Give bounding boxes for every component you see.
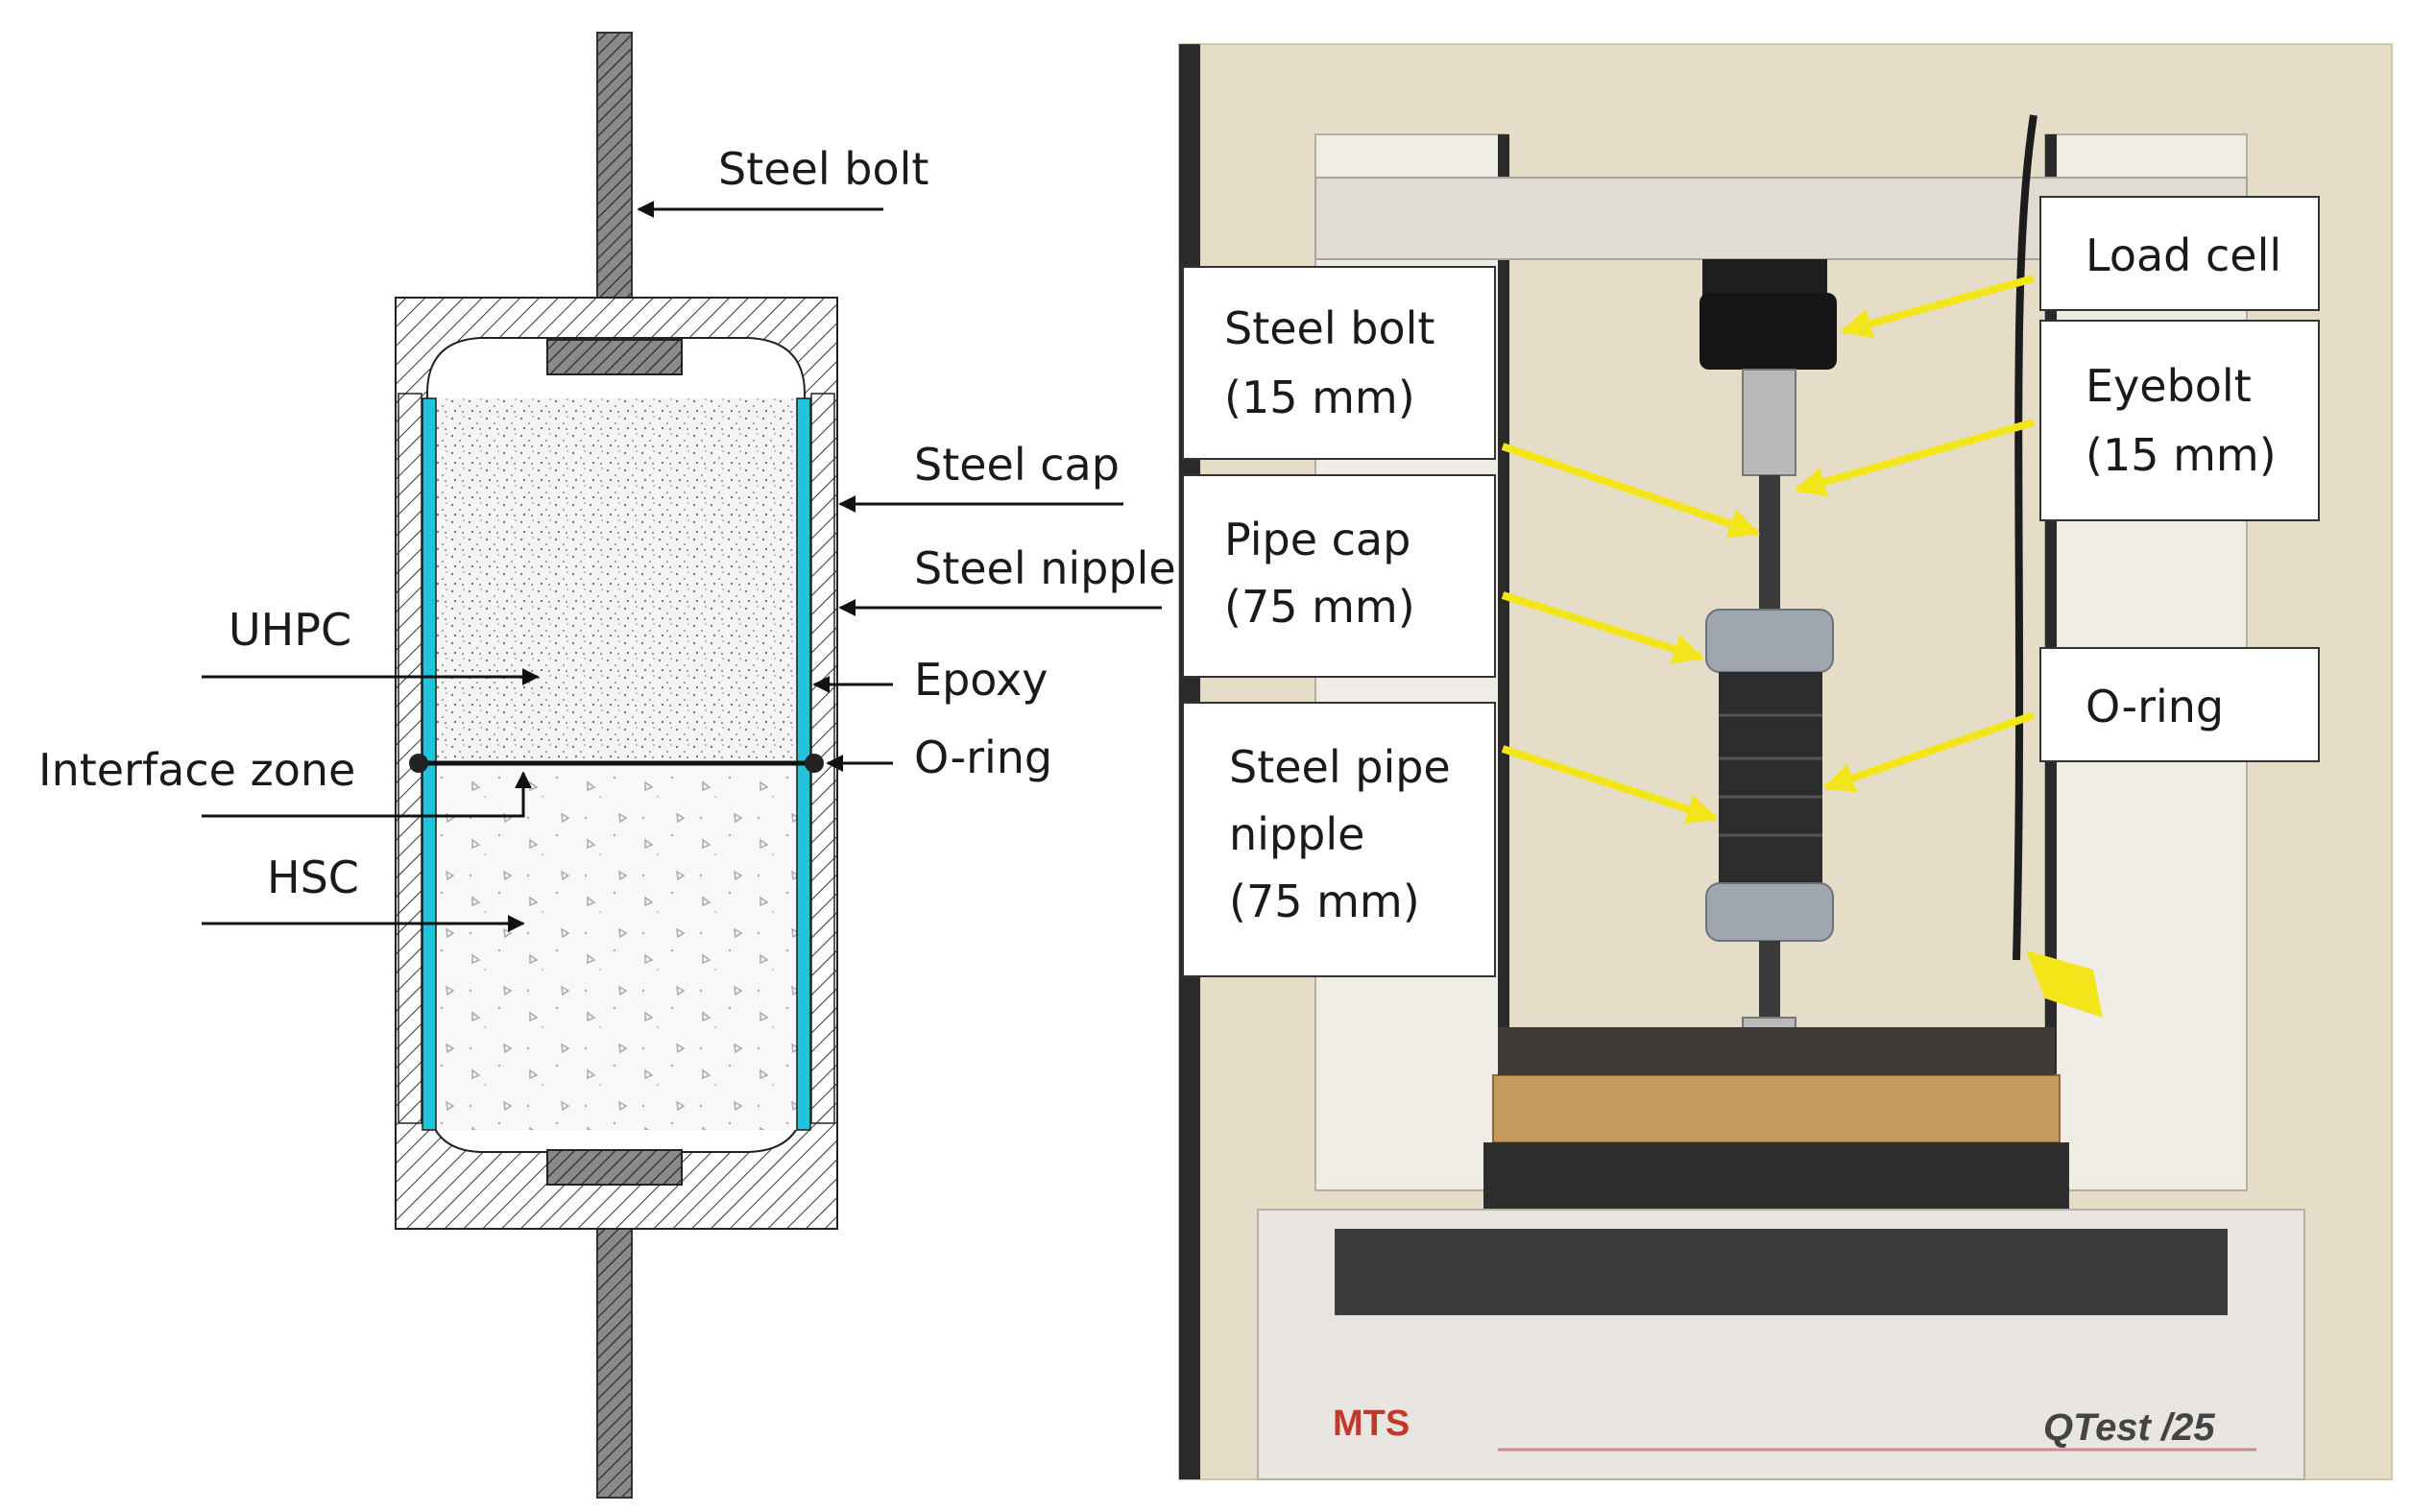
callout-nipple-line2: nipple <box>1229 808 1364 860</box>
callout-steel-bolt-line2: (15 mm) <box>1224 372 1415 423</box>
callout-eyebolt-line1: Eyebolt <box>2086 360 2252 412</box>
label-o-ring: O-ring <box>914 732 1052 783</box>
uhpc-core <box>436 398 797 761</box>
pointer-o-ring <box>1822 711 2036 793</box>
label-steel-bolt: Steel bolt <box>718 143 928 195</box>
machine-model: QTest /25 <box>2043 1406 2215 1449</box>
callout-load-cell-text: Load cell <box>2086 229 2281 281</box>
pointer-pipe-cap <box>1501 591 1705 664</box>
pipe-nipple <box>1719 672 1822 883</box>
test-setup-photo: MTS QTest /25 Load cell Steel bolt (15 m… <box>1178 43 2393 1480</box>
callout-pipe-cap-line2: (75 mm) <box>1224 581 1415 633</box>
callout-o-ring: O-ring <box>2039 647 2320 762</box>
hsc-core <box>436 765 797 1130</box>
upper-bolt <box>1759 475 1780 610</box>
o-ring-right <box>805 754 824 773</box>
label-steel-cap: Steel cap <box>914 439 1120 491</box>
upper-pipe-cap <box>1705 609 1834 673</box>
label-uhpc: UHPC <box>229 604 351 656</box>
label-hsc: HSC <box>267 852 359 903</box>
callout-nipple-line1: Steel pipe <box>1229 741 1451 793</box>
lower-pipe-cap <box>1705 882 1834 942</box>
callout-o-ring-text: O-ring <box>2086 681 2224 732</box>
top-nut <box>546 339 683 375</box>
label-steel-nipple: Steel nipple <box>914 542 1176 594</box>
bottom-nut <box>546 1149 683 1186</box>
schematic-diagram: Steel bolt Steel cap Steel nipple Epoxy … <box>38 32 1176 1499</box>
pointer-steel-bolt <box>1501 443 1761 539</box>
callout-steel-bolt-line1: Steel bolt <box>1224 302 1435 354</box>
pointer-eyebolt <box>1794 419 2036 497</box>
callout-pipe-cap-line1: Pipe cap <box>1224 514 1410 565</box>
callout-steel-pipe-nipple: Steel pipe nipple (75 mm) <box>1182 702 1496 977</box>
callout-eyebolt: Eyebolt (15 mm) <box>2039 320 2320 521</box>
callout-eyebolt-line2: (15 mm) <box>2086 429 2277 481</box>
pointer-load-cell <box>1840 275 2036 339</box>
machine-brand: MTS <box>1333 1404 1410 1444</box>
o-ring-left <box>409 754 428 773</box>
wooden-block <box>1492 1074 2061 1143</box>
label-epoxy: Epoxy <box>914 654 1048 706</box>
pointer-steel-pipe-nipple <box>1501 745 1719 825</box>
callout-steel-bolt: Steel bolt (15 mm) <box>1182 266 1496 460</box>
label-interface-zone: Interface zone <box>38 744 355 796</box>
callout-load-cell: Load cell <box>2039 196 2320 311</box>
callout-pipe-cap: Pipe cap (75 mm) <box>1182 474 1496 678</box>
callout-nipple-line3: (75 mm) <box>1229 876 1420 927</box>
base-pad <box>1335 1229 2228 1315</box>
bottom-steel-bolt <box>596 1182 633 1499</box>
load-cell <box>1700 259 1837 476</box>
arrow-interface-zone <box>202 771 532 818</box>
top-steel-bolt <box>596 32 633 312</box>
